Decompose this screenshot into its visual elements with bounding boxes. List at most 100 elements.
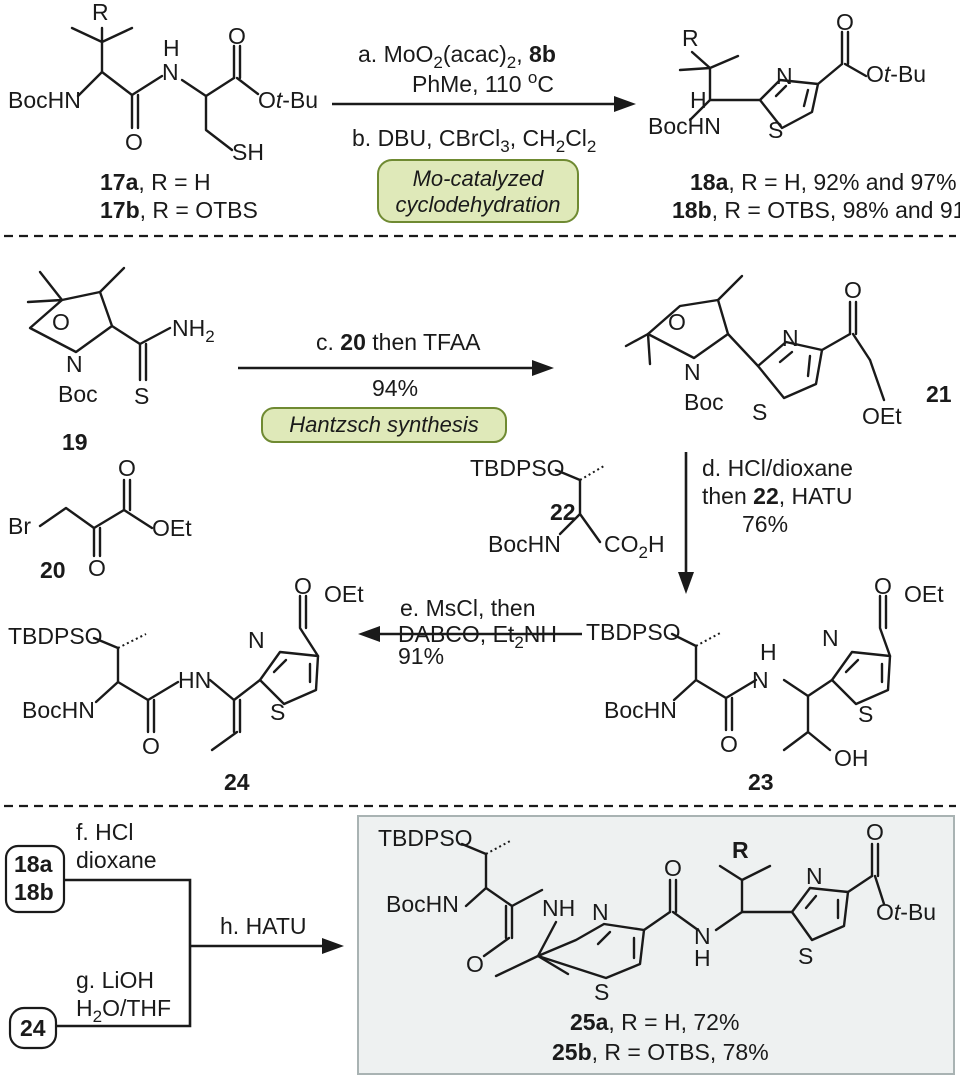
- input-box-24: [8, 1006, 58, 1050]
- atom-o-17b: O: [228, 23, 246, 49]
- atom-o-23: O: [720, 731, 738, 757]
- atom-tbdpso-23: TBDPSO: [586, 619, 681, 645]
- atom-r-18: R: [682, 25, 699, 51]
- atom-o-20a: O: [88, 555, 106, 581]
- step-e-line1: e. MsCl, then: [400, 595, 536, 621]
- badge-mo-catalyzed-line2: cyclodehydration: [395, 192, 560, 217]
- arrowhead-19-to-21: [532, 360, 554, 376]
- atom-n-24: N: [248, 627, 265, 653]
- atom-boc-19: Boc: [58, 381, 98, 407]
- label-25a: 25a, R = H, 72%: [570, 1009, 739, 1035]
- step-g-line1: g. LiOH: [76, 967, 154, 993]
- step-f-line1: f. HCl: [76, 819, 134, 845]
- step-d-line1: d. HCl/dioxane: [702, 455, 853, 481]
- atom-nh2-19: NH2: [172, 315, 215, 346]
- compound-19-structure: O N Boc S NH2: [26, 266, 215, 409]
- label-22: 22: [550, 499, 576, 525]
- step-g-line2: H2O/THF: [76, 995, 171, 1026]
- label-18b: 18b, R = OTBS, 98% and 91%: [672, 197, 960, 223]
- atom-n-23: N: [822, 625, 839, 651]
- atom-o-25b: O: [664, 855, 682, 881]
- atom-tbdpso-25: TBDPSO: [378, 825, 473, 851]
- atom-oh-23: OH: [834, 745, 869, 771]
- atom-o-19: O: [52, 309, 70, 335]
- step-e-line2-text: DABCO, Et2NH: [398, 621, 557, 652]
- atom-n-25a: N: [592, 899, 609, 925]
- label-23: 23: [748, 769, 774, 795]
- step-f-line2: dioxane: [76, 847, 157, 873]
- atom-n-19: N: [66, 351, 83, 377]
- section-2: O N Boc S NH2 19 Br O O OEt 20 c. 20 the…: [8, 266, 952, 795]
- atom-hn-23: N: [752, 667, 769, 693]
- atom-o-23b: O: [874, 573, 892, 599]
- atom-o-17a: O: [125, 129, 143, 155]
- atom-oet-21: OEt: [862, 403, 902, 429]
- atom-hn-24: HN: [178, 667, 211, 693]
- atom-otbu-25: Ot-Bu: [876, 899, 936, 925]
- atom-bochn-18: BocHN: [648, 113, 721, 139]
- atom-otbu-17: Ot-Bu: [258, 87, 318, 113]
- label-24: 24: [224, 769, 250, 795]
- atom-bochn-24: BocHN: [22, 697, 95, 723]
- input-18a: 18a: [14, 851, 53, 877]
- atom-o-20b: O: [118, 455, 136, 481]
- compound-21-structure: O N Boc N S O OEt: [624, 274, 902, 429]
- atom-bochn-17: BocHN: [8, 87, 81, 113]
- atom-n-25b: N: [694, 923, 711, 949]
- atom-o-24: O: [142, 733, 160, 759]
- badge-mo-catalyzed-line1: Mo-catalyzed: [413, 166, 545, 191]
- atom-s-21: S: [752, 399, 767, 425]
- merge-lines: [56, 878, 330, 1028]
- step-d-yield: 76%: [742, 511, 788, 537]
- compound-24-structure: TBDPSO BocHN O HN N S O OEt: [8, 573, 364, 759]
- atom-n-21b: N: [782, 325, 799, 351]
- atom-h-17: H: [163, 35, 180, 61]
- atom-bochn-22: BocHN: [488, 531, 561, 557]
- atom-bochn-25: BocHN: [386, 891, 459, 917]
- atom-br-20: Br: [8, 513, 31, 539]
- atom-s-19: S: [134, 383, 149, 409]
- atom-n-25c: N: [806, 863, 823, 889]
- reagent-a: a. MoO2(acac)2, 8b: [358, 41, 556, 72]
- label-19: 19: [62, 429, 88, 455]
- badge-mo-catalyzed: [377, 159, 579, 223]
- step-c: c. 20 then TFAA: [316, 329, 481, 355]
- compound-22-structure: TBDPSO BocHN CO2H: [470, 455, 665, 562]
- atom-s-18: S: [768, 117, 783, 143]
- atom-o-21: O: [668, 309, 686, 335]
- compound-20-structure: Br O O OEt: [8, 455, 192, 581]
- step-h: h. HATU: [220, 913, 306, 939]
- atom-o-25c: O: [866, 819, 884, 845]
- badge-hantzsch: [261, 407, 507, 443]
- atom-tbdpso-22: TBDPSO: [470, 455, 565, 481]
- label-21: 21: [926, 381, 952, 407]
- atom-sh-17: SH: [232, 139, 264, 165]
- atom-r-17: R: [92, 0, 109, 25]
- atom-co2h-22: CO2H: [604, 531, 665, 562]
- atom-otbu-18: Ot-Bu: [866, 61, 926, 87]
- compound-25-structure: TBDPSO BocHN O NH N S O N H R N: [378, 819, 936, 1005]
- atom-hn-18: H: [690, 87, 707, 113]
- arrowhead-23-to-24: [358, 626, 380, 642]
- atom-s-25a: S: [594, 979, 609, 1005]
- atom-s-24: S: [270, 699, 285, 725]
- input-18b: 18b: [14, 879, 54, 905]
- label-25b: 25b, R = OTBS, 78%: [552, 1039, 769, 1065]
- label-17a: 17a, R = H: [100, 169, 211, 195]
- atom-h-23: H: [760, 639, 777, 665]
- atom-r-25: R: [732, 837, 749, 863]
- atom-n-21: N: [684, 359, 701, 385]
- label-20: 20: [40, 557, 66, 583]
- atom-o-21b: O: [844, 277, 862, 303]
- step-c-yield: 94%: [372, 375, 418, 401]
- compound-18-structure: R BocHN H N S O Ot-Bu: [648, 9, 926, 143]
- atom-oet-23: OEt: [904, 581, 944, 607]
- compound-23-structure: TBDPSO BocHN O N H OH N S O OEt: [586, 573, 944, 771]
- label-18a: 18a, R = H, 92% and 97%: [690, 169, 957, 195]
- atom-h-25b: H: [694, 945, 711, 971]
- section-3: 18a 18b 24 f. HCl dioxane g. LiOH H2O/TH…: [4, 815, 955, 1075]
- arrowhead-17-to-18: [614, 96, 636, 112]
- reagent-b: b. DBU, CBrCl3, CH2Cl2: [352, 125, 596, 156]
- step-d-line2: then 22, HATU: [702, 483, 852, 509]
- reagent-a-conditions: PhMe, 110 oC: [412, 68, 554, 97]
